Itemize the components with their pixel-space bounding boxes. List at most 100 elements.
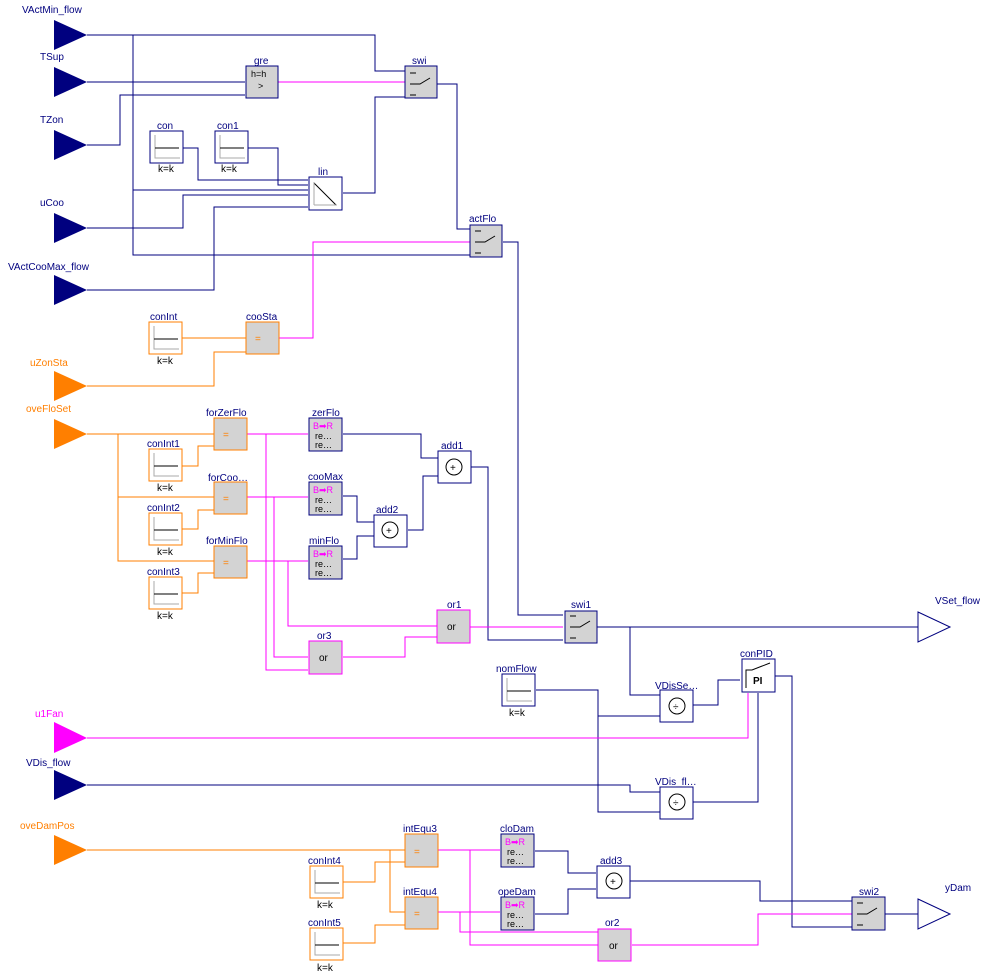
block-param: k=k: [157, 611, 174, 622]
block-cooSta[interactable]: cooSta =: [245, 312, 280, 355]
block-name: zerFlo: [312, 408, 340, 419]
block-zerFlo[interactable]: zerFlo B➡R re… re…: [308, 408, 343, 452]
block-name: intEqu4: [403, 887, 437, 898]
block-name: or3: [317, 631, 332, 642]
block-VDisfl[interactable]: VDis_fl… ÷: [655, 777, 697, 820]
block-symbol: =: [223, 494, 229, 505]
port-label: VActMin_flow: [22, 5, 83, 16]
block-swi[interactable]: swi: [404, 56, 438, 99]
block-conInt1[interactable]: conInt1 k=k: [147, 439, 183, 494]
block-name: gre: [254, 56, 269, 67]
block-con1[interactable]: con1 k=k: [214, 121, 249, 175]
block-add1[interactable]: add1 +: [437, 441, 472, 484]
block-sub: re…: [315, 559, 332, 569]
block-add3[interactable]: add3 +: [596, 856, 631, 899]
block-name: lin: [318, 167, 328, 178]
block-param: k=k: [157, 483, 174, 494]
port-label: TZon: [40, 115, 63, 126]
block-forZerFlo[interactable]: forZerFlo =: [206, 408, 248, 451]
block-cloDam[interactable]: cloDam B➡R re… re…: [500, 824, 535, 868]
input-TSup: TSup: [40, 52, 87, 97]
block-symbol: PI: [753, 676, 763, 687]
block-name: con1: [217, 121, 239, 132]
port-label: u1Fan: [35, 709, 63, 720]
block-opeDam[interactable]: opeDam B➡R re… re…: [498, 887, 536, 931]
block-symbol: B➡R: [505, 900, 526, 910]
block-sub: re…: [315, 431, 332, 441]
block-minFlo[interactable]: minFlo B➡R re… re…: [308, 536, 343, 580]
block-sub: re…: [507, 910, 524, 920]
port-label: oveFloSet: [26, 404, 71, 415]
block-name: minFlo: [309, 536, 339, 547]
block-symbol: h=h: [251, 69, 266, 79]
block-or1[interactable]: or1 or: [436, 600, 471, 644]
block-symbol: =: [414, 909, 420, 920]
block-name: conInt3: [147, 567, 180, 578]
block-or3[interactable]: or3 or: [308, 631, 343, 675]
block-name: VDis_fl…: [655, 777, 697, 788]
port-label: VSet_flow: [935, 596, 981, 607]
block-or2[interactable]: or2 or: [597, 918, 632, 962]
block-intEqu4[interactable]: intEqu4 =: [403, 887, 439, 930]
block-name: add3: [600, 856, 623, 867]
block-name: or2: [605, 918, 620, 929]
block-name: cooSta: [246, 312, 278, 323]
block-conInt5[interactable]: conInt5 k=k: [308, 918, 344, 974]
plus-icon: +: [386, 526, 392, 537]
block-add2[interactable]: add2 +: [373, 505, 408, 548]
real-connections: [87, 34, 920, 928]
block-conInt[interactable]: conInt k=k: [148, 312, 183, 367]
block-param: k=k: [221, 164, 238, 175]
block-swi2[interactable]: swi2: [851, 887, 886, 931]
pid-icon: [745, 662, 771, 688]
block-actFlo[interactable]: actFlo: [469, 214, 503, 258]
port-label: VDis_flow: [26, 758, 71, 769]
block-swi1[interactable]: swi1: [564, 600, 598, 644]
block-name: forZerFlo: [206, 408, 247, 419]
block-symbol: B➡R: [313, 421, 334, 431]
switch-icon: [570, 620, 591, 628]
block-nomFlow[interactable]: nomFlow k=k: [496, 664, 537, 719]
port-label: uCoo: [40, 198, 64, 209]
switch-icon: [857, 907, 878, 915]
block-cooMax[interactable]: cooMax B➡R re… re…: [308, 472, 343, 516]
block-name: opeDam: [498, 887, 536, 898]
block-name: actFlo: [469, 214, 497, 225]
block-forCoo[interactable]: forCoo… =: [208, 473, 248, 515]
input-oveDamPos: oveDamPos: [20, 821, 87, 865]
block-conPID[interactable]: conPID PI: [740, 649, 776, 693]
block-sub: re…: [315, 495, 332, 505]
block-symbol: or: [447, 622, 457, 633]
port-label: uZonSta: [30, 358, 68, 369]
block-name: VDisSe…: [655, 681, 698, 692]
block-gre[interactable]: gre h=h >: [245, 56, 279, 99]
block-lin[interactable]: lin: [308, 167, 343, 211]
boolean-connections: [87, 81, 852, 946]
block-name: add1: [441, 441, 464, 452]
block-symbol: or: [609, 941, 619, 952]
block-sub: re…: [507, 847, 524, 857]
port-label: yDam: [945, 883, 971, 894]
block-conInt3[interactable]: conInt3 k=k: [147, 567, 183, 622]
output-yDam: yDam: [917, 883, 971, 930]
block-symbol: or: [319, 653, 329, 664]
block-conInt2[interactable]: conInt2 k=k: [147, 503, 183, 558]
plus-icon: +: [610, 877, 616, 888]
block-conInt4[interactable]: conInt4 k=k: [308, 856, 344, 911]
input-uCoo: uCoo: [40, 198, 87, 243]
block-name: swi1: [571, 600, 591, 611]
block-param: k=k: [509, 708, 526, 719]
block-forMinFlo[interactable]: forMinFlo =: [206, 536, 248, 579]
block-VDisSet[interactable]: VDisSe… ÷: [655, 681, 698, 723]
block-name: nomFlow: [496, 664, 537, 675]
input-oveFloSet: oveFloSet: [26, 404, 87, 449]
block-sub: re…: [507, 919, 524, 929]
block-con[interactable]: con k=k: [149, 121, 184, 175]
input-u1Fan: u1Fan: [35, 709, 87, 753]
block-intEqu3[interactable]: intEqu3 =: [403, 824, 439, 868]
block-name: con: [157, 121, 173, 132]
block-name: or1: [447, 600, 462, 611]
block-symbol: =: [255, 334, 261, 345]
port-label: VActCooMax_flow: [8, 262, 90, 273]
